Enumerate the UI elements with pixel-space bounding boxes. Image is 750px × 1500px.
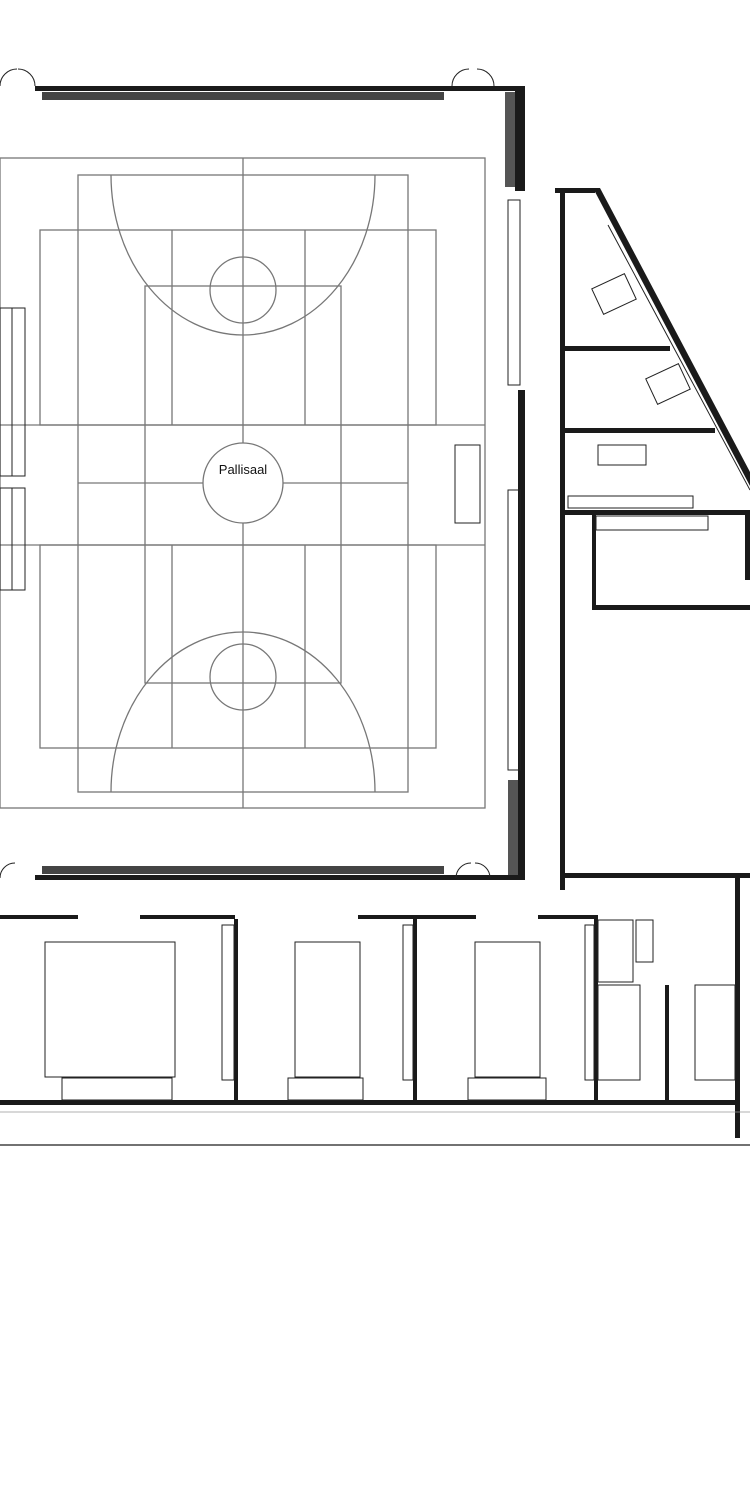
office-wing [555, 188, 750, 890]
gym-walls [35, 86, 525, 880]
changing-rooms [0, 878, 750, 1146]
gym-doors [0, 68, 495, 879]
room-label-pallisaal: Pallisaal [219, 462, 268, 477]
benches [0, 199, 521, 771]
court-lines [0, 157, 486, 809]
